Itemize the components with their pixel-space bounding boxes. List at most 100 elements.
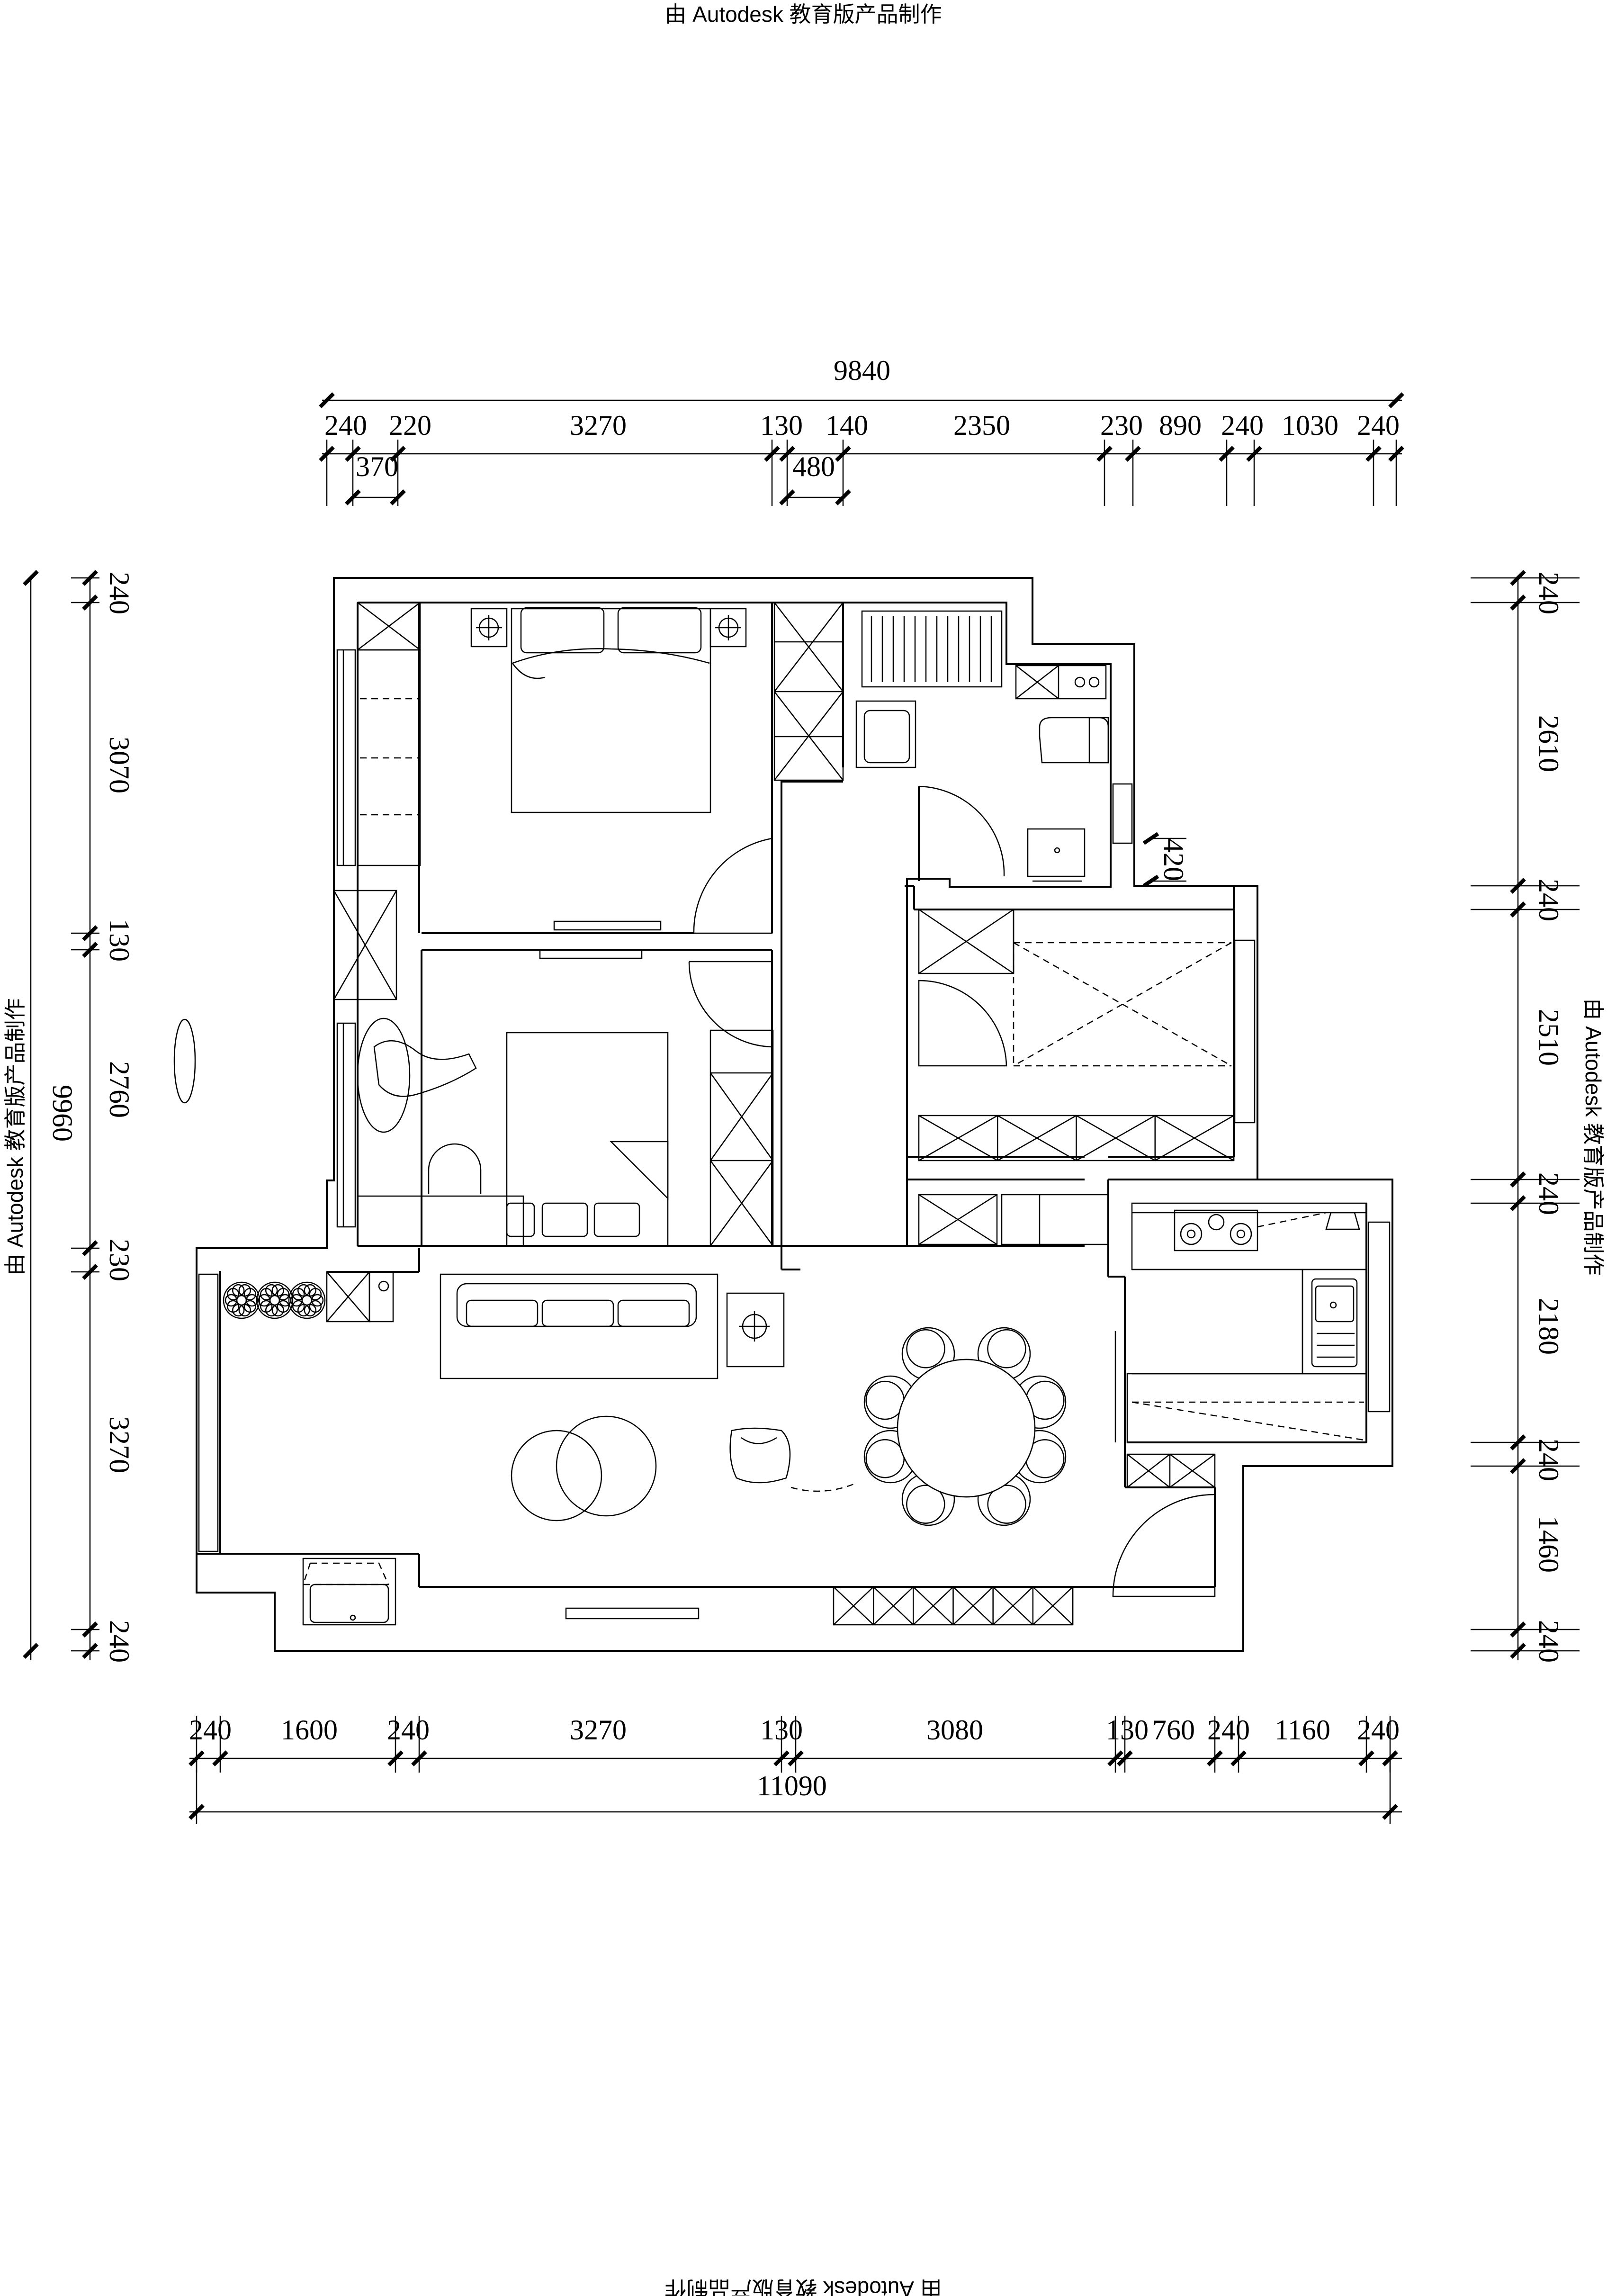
plant-leaf bbox=[243, 1288, 257, 1301]
plant-leaf bbox=[277, 1288, 290, 1301]
top-dim-4: 130 bbox=[760, 410, 803, 441]
sofa bbox=[440, 1273, 718, 1379]
door-entry bbox=[1112, 1494, 1216, 1597]
shower-radiator bbox=[861, 610, 1003, 688]
dim-tick bbox=[23, 570, 39, 586]
laundry-sink bbox=[302, 1558, 396, 1626]
top-dimensions: 9840 240 220 3270 130 140 2350 230 890 2… bbox=[319, 355, 1404, 506]
plant-leaf bbox=[226, 1300, 240, 1313]
cabinet-cross bbox=[873, 1586, 914, 1625]
living-dining bbox=[223, 1271, 1074, 1626]
door-second bbox=[688, 961, 773, 1048]
top-dim-3: 3270 bbox=[570, 410, 627, 441]
bottom-dim-1: 240 bbox=[189, 1714, 232, 1746]
armchair bbox=[729, 1427, 791, 1484]
top-dim-8: 890 bbox=[1159, 410, 1202, 441]
top-dim-9: 240 bbox=[1221, 410, 1264, 441]
watermark-bottom: 由 Autodesk 教育版产品制作 bbox=[664, 2277, 942, 2296]
pillow-2 bbox=[617, 607, 702, 654]
plant-pot bbox=[256, 1281, 294, 1319]
right-dim-3: 240 bbox=[1533, 879, 1564, 921]
dim-tick bbox=[835, 489, 851, 505]
kitchen-sink bbox=[1311, 1278, 1358, 1368]
plant-leaf bbox=[258, 1294, 271, 1307]
top-dim-6: 2350 bbox=[953, 410, 1010, 441]
right-dim-8: 1460 bbox=[1533, 1516, 1564, 1573]
top-dim-10: 1030 bbox=[1282, 410, 1338, 441]
nightstand-left bbox=[470, 608, 508, 648]
dining-chair-seat bbox=[987, 1329, 1026, 1369]
right-dim-6: 2180 bbox=[1533, 1298, 1564, 1355]
wardrobe-second bbox=[709, 1029, 774, 1247]
dining-chair-seat bbox=[906, 1485, 945, 1524]
left-dimensions: 240 3070 130 2760 230 3270 240 9960 bbox=[23, 570, 135, 1663]
cabinet-cross bbox=[1032, 1586, 1073, 1625]
pillow-1 bbox=[520, 607, 605, 654]
coffee-table-2 bbox=[556, 1415, 657, 1517]
right-dim-7: 240 bbox=[1533, 1439, 1564, 1481]
cabinet-cross bbox=[1076, 1115, 1156, 1162]
top-dim-11: 240 bbox=[1357, 410, 1400, 441]
plant-pot bbox=[288, 1281, 326, 1319]
right-dim-5: 240 bbox=[1533, 1172, 1564, 1215]
bottom-dim-3: 240 bbox=[387, 1714, 430, 1746]
cabinet-cross bbox=[833, 1586, 874, 1625]
right-dimensions: 240 2610 240 2510 240 2180 240 1460 240 … bbox=[1142, 570, 1580, 1663]
rug-oval bbox=[173, 1018, 196, 1104]
watermark-left: 由 Autodesk 教育版产品制作 bbox=[3, 998, 27, 1275]
right-dim-9: 240 bbox=[1533, 1620, 1564, 1663]
fridge bbox=[1001, 1194, 1109, 1245]
bottom-total-dim: 11090 bbox=[757, 1770, 827, 1801]
plant-leaf bbox=[224, 1294, 238, 1307]
bottom-dim-11: 240 bbox=[1357, 1714, 1400, 1746]
kitchen bbox=[918, 1194, 1367, 1597]
bottom-dim-10: 1160 bbox=[1275, 1714, 1330, 1746]
cabinet-cross bbox=[918, 1115, 998, 1162]
dining-table-top bbox=[897, 1359, 1036, 1498]
door-master bbox=[693, 837, 773, 934]
dining-chair-seat bbox=[865, 1380, 905, 1420]
bed-second bbox=[506, 1032, 669, 1247]
dining-chair-seat bbox=[987, 1485, 1026, 1524]
tv-living bbox=[565, 1607, 700, 1620]
dim-tick bbox=[1388, 392, 1404, 408]
plant-core bbox=[236, 1295, 247, 1306]
dim-tick bbox=[23, 1643, 39, 1659]
top-dim-2: 220 bbox=[389, 410, 431, 441]
washing-machine bbox=[855, 700, 916, 768]
cabinet-cross bbox=[913, 1586, 954, 1625]
toilet bbox=[1039, 717, 1109, 764]
bottom-dim-6: 3080 bbox=[926, 1714, 983, 1746]
cabinet-cross bbox=[1155, 1115, 1234, 1162]
top-dim-1: 240 bbox=[324, 410, 367, 441]
nightstand-right bbox=[709, 608, 747, 648]
bottom-dimensions: 240 1600 240 3270 130 3080 130 760 240 1… bbox=[189, 1714, 1402, 1824]
study-room bbox=[918, 909, 1235, 1162]
plant-core bbox=[301, 1295, 313, 1306]
plant-leaf bbox=[309, 1288, 322, 1301]
tv-second bbox=[539, 949, 643, 959]
tv-master bbox=[553, 920, 662, 931]
left-dim-5: 230 bbox=[104, 1239, 135, 1281]
stove bbox=[1174, 1209, 1258, 1252]
top-dim-5: 140 bbox=[826, 410, 868, 441]
walls bbox=[196, 577, 1393, 1652]
right-dim-2: 2610 bbox=[1533, 715, 1564, 772]
watermark-right: 由 Autodesk 教育版产品制作 bbox=[1581, 998, 1606, 1275]
cabinet-cross bbox=[952, 1586, 994, 1625]
bottom-dim-5: 130 bbox=[760, 1714, 803, 1746]
right-dim-1: 240 bbox=[1533, 572, 1564, 614]
outer-wall bbox=[196, 577, 1393, 1652]
left-dim-3: 130 bbox=[104, 919, 135, 962]
plants bbox=[223, 1281, 326, 1319]
right-extra-dim: 420 bbox=[1158, 838, 1189, 881]
plant-leaf bbox=[245, 1294, 259, 1307]
right-dim-4: 2510 bbox=[1533, 1009, 1564, 1066]
top-total-dim: 9840 bbox=[834, 355, 890, 386]
door-study bbox=[918, 980, 1007, 1067]
bottom-dim-2: 1600 bbox=[281, 1714, 338, 1746]
side-table bbox=[726, 1292, 785, 1368]
bath-sink bbox=[1027, 828, 1086, 877]
plant-leaf bbox=[311, 1294, 324, 1307]
top-dim-7: 230 bbox=[1100, 410, 1143, 441]
